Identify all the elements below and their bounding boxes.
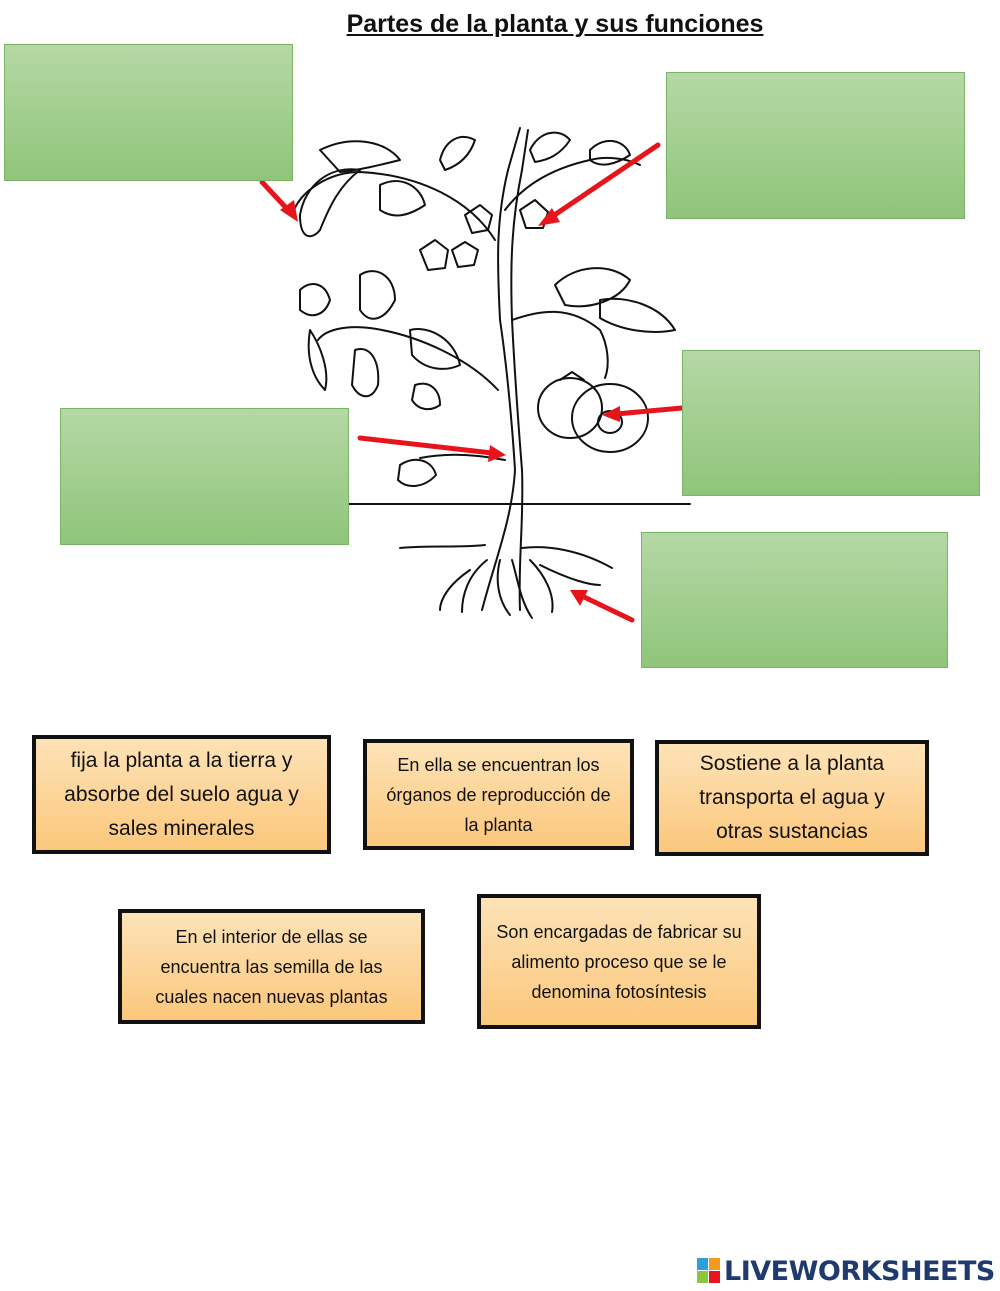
arrow-to-leaves bbox=[259, 179, 298, 222]
leaf bbox=[397, 458, 437, 487]
leaf bbox=[439, 135, 476, 171]
card-text: Son encargadas de fabricar su alimento p… bbox=[496, 921, 742, 1002]
leaf bbox=[379, 180, 426, 217]
card-raiz-function[interactable]: fija la planta a la tierra y absorbe del… bbox=[32, 735, 331, 854]
card-text: fija la planta a la tierra y absorbe del… bbox=[64, 748, 299, 840]
card-tallo-function[interactable]: Sostiene a la planta transporta el agua … bbox=[655, 740, 929, 856]
arrow-to-stem bbox=[357, 435, 506, 462]
drop-zone-hojas[interactable] bbox=[4, 44, 293, 181]
fruit-calyx bbox=[559, 371, 585, 381]
flower bbox=[464, 204, 493, 234]
leaf bbox=[299, 283, 331, 317]
leaf bbox=[307, 329, 328, 391]
liveworksheets-logo-mark-icon bbox=[697, 1258, 720, 1283]
plant-illustration bbox=[259, 127, 691, 623]
leaf bbox=[351, 348, 380, 398]
arrow-to-root bbox=[570, 590, 635, 623]
leaf bbox=[299, 168, 361, 238]
branch-upper-left bbox=[291, 171, 496, 241]
leaf bbox=[529, 131, 571, 163]
root bbox=[439, 569, 471, 611]
drop-zone-flor[interactable] bbox=[666, 72, 965, 219]
drop-zone-fruto[interactable] bbox=[682, 350, 980, 496]
branch-fruit bbox=[511, 310, 609, 379]
root bbox=[511, 559, 533, 619]
leaf bbox=[411, 382, 441, 411]
root bbox=[539, 564, 601, 586]
root bbox=[521, 546, 613, 569]
leaf bbox=[599, 297, 676, 333]
leaf bbox=[319, 140, 401, 173]
liveworksheets-logo: LIVEWORKSHEETS bbox=[697, 1254, 995, 1288]
root bbox=[461, 559, 488, 613]
card-flor-function[interactable]: En ella se encuentran los órganos de rep… bbox=[363, 739, 634, 850]
leaf bbox=[554, 267, 631, 308]
liveworksheets-logo-text: LIVEWORKSHEETS bbox=[724, 1255, 995, 1287]
root bbox=[529, 559, 554, 613]
branch-upper-right bbox=[504, 156, 641, 211]
fruit-cut bbox=[571, 383, 649, 453]
card-text: En el interior de ellas se encuentra las… bbox=[155, 926, 388, 1007]
branch-low-left bbox=[419, 453, 506, 461]
fruit-whole bbox=[537, 377, 603, 439]
root bbox=[496, 559, 511, 616]
arrow-to-fruit bbox=[602, 405, 685, 422]
flower bbox=[419, 239, 449, 271]
card-hojas-function[interactable]: Son encargadas de fabricar su alimento p… bbox=[477, 894, 761, 1029]
card-fruto-function[interactable]: En el interior de ellas se encuentra las… bbox=[118, 909, 425, 1024]
flower bbox=[451, 241, 479, 268]
main-stem-edge bbox=[510, 129, 529, 611]
page-title: Partes de la planta y sus funciones bbox=[346, 10, 764, 38]
leaf bbox=[589, 140, 631, 166]
drop-zone-tallo[interactable] bbox=[60, 408, 349, 545]
card-text: Sostiene a la planta transporta el agua … bbox=[699, 752, 885, 843]
arrow-to-flower bbox=[538, 142, 661, 226]
root bbox=[399, 544, 486, 549]
leaf bbox=[359, 270, 396, 320]
drop-zone-raiz[interactable] bbox=[641, 532, 948, 668]
leaf bbox=[409, 328, 461, 370]
card-text: En ella se encuentran los órganos de rep… bbox=[386, 754, 611, 835]
main-stem bbox=[481, 127, 521, 611]
branch-mid-left bbox=[317, 326, 499, 391]
